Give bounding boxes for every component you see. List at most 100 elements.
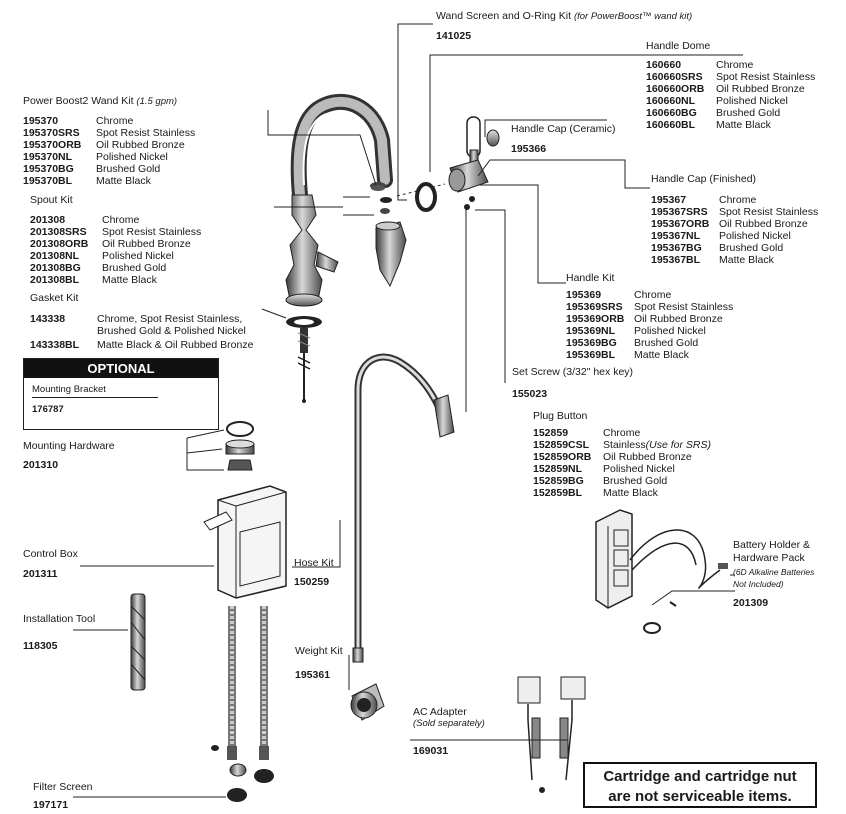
wand-kit-title: Power Boost2 Wand Kit [23,95,134,107]
service-notice-line-1: Cartridge and cartridge nut [603,768,797,785]
mounting-hardware-title: Mounting Hardware [23,440,115,452]
faucet-spout-illustration [285,93,393,403]
weight-kit-part: 195361 [295,669,331,681]
ac-adapter-note: (Sold separately) [413,718,485,729]
leader-lines [73,23,743,798]
battery-holder-title-2: Hardware Pack [733,552,805,564]
handle-cap-ceramic-part: 195366 [511,143,547,155]
plug-button-title: Plug Button [533,410,588,422]
ac-adapter-title: AC Adapter [413,706,467,718]
battery-holder-illustration [595,509,728,634]
mounting-bracket-part: 176787 [32,404,64,415]
optional-heading: OPTIONAL [24,359,218,378]
handle-cap-finished-title: Handle Cap (Finished) [651,173,757,185]
handle-dome-title: Handle Dome [646,40,711,52]
wand-screen-part: 141025 [436,30,472,42]
control-box-illustration [203,485,287,802]
filter-screen-illustration [227,789,247,801]
spout-kit-title: Spout Kit [30,194,73,206]
hose-kit-title: Hose Kit [294,557,334,569]
mounting-hardware-illustration [225,421,255,471]
battery-holder-note-2: Not Included) [733,579,784,589]
battery-holder-part: 201309 [733,597,769,609]
hose-illustration [352,353,455,663]
control-box-title: Control Box [23,548,78,560]
weight-illustration [350,683,385,721]
installation-tool-title: Installation Tool [23,613,96,625]
installation-tool-illustration [130,593,146,691]
filter-screen-part: 197171 [33,799,69,811]
service-notice-line-2: are not serviceable items. [608,788,792,805]
wand-screen-title: Wand Screen and O-Ring Kit [436,10,572,22]
optional-box: OPTIONAL Mounting Bracket 176787 [23,358,219,430]
mounting-hardware-part: 201310 [23,459,59,471]
ac-adapter-part: 169031 [413,745,449,757]
battery-holder-title-1: Battery Holder & [733,539,811,551]
set-screw-part: 155023 [512,388,548,400]
handle-cap-ceramic-title: Handle Cap (Ceramic) [511,123,616,135]
hose-kit-part: 150259 [294,576,330,588]
handle-assembly-illustration [415,116,500,212]
wand-kit-note: (1.5 gpm) [136,96,178,107]
list-item: Brushed Gold & Polished Nickel [97,325,246,337]
battery-holder-note-1: (6D Alkaline Batteries [733,567,815,577]
mounting-bracket-title: Mounting Bracket [32,384,106,395]
wand-kit-label: Power Boost2 Wand Kit (1.5 gpm) [23,95,177,108]
weight-kit-title: Weight Kit [295,645,343,657]
service-notice-box: Cartridge and cartridge nut are not serv… [583,762,817,808]
set-screw-title: Set Screw (3/32" hex key) [512,366,634,378]
ac-adapter-illustration [517,676,586,793]
filter-screen-title: Filter Screen [33,781,93,793]
installation-tool-part: 118305 [23,640,58,652]
handle-kit-title: Handle Kit [566,272,615,284]
wand-screen-note: (for PowerBoost™ wand kit) [573,11,693,22]
control-box-part: 201311 [23,568,58,580]
gasket-kit-title: Gasket Kit [30,292,79,304]
divider [32,397,158,398]
wand-screen-label: Wand Screen and O-Ring Kit (for PowerBoo… [436,10,692,23]
